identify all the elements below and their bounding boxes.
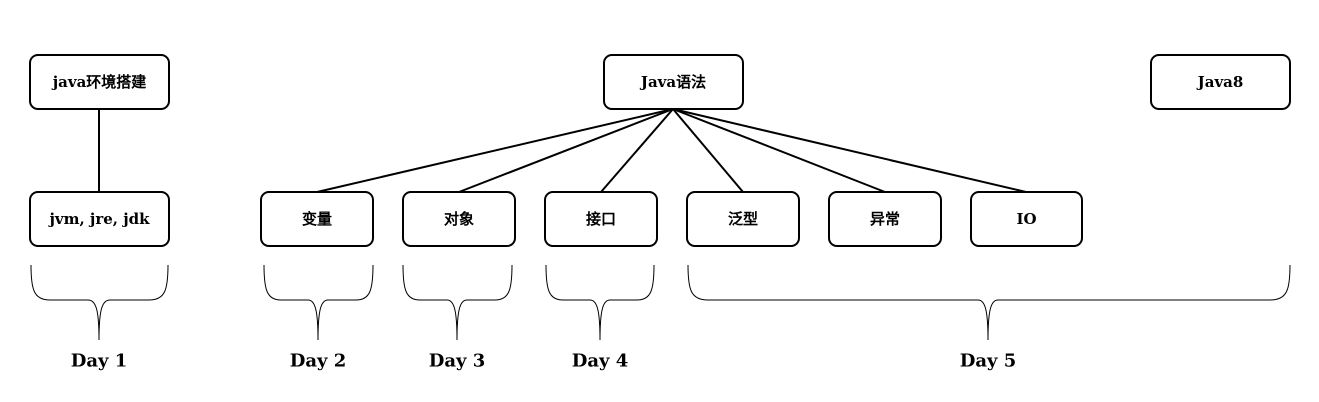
edge-syntax-io bbox=[672, 108, 1027, 193]
edge-syntax-generics bbox=[672, 108, 744, 193]
day-labels: Day 1 Day 2 Day 3 Day 4 Day 5 bbox=[71, 351, 1017, 372]
braces bbox=[30, 264, 1291, 341]
node-variables-label: 变量 bbox=[302, 210, 332, 228]
node-interfaces-label: 接口 bbox=[586, 210, 616, 228]
day-label-4: Day 4 bbox=[572, 351, 629, 372]
brace-day1 bbox=[30, 264, 169, 341]
node-jvm-jre-jdk: jvm, jre, jdk bbox=[29, 191, 170, 247]
node-objects: 对象 bbox=[402, 191, 516, 247]
edge-syntax-exceptions bbox=[672, 108, 886, 193]
edge-syntax-objects bbox=[458, 108, 674, 193]
edges bbox=[98, 108, 1027, 193]
brace-day4 bbox=[545, 264, 655, 341]
node-exceptions: 异常 bbox=[828, 191, 942, 247]
node-io: IO bbox=[970, 191, 1083, 247]
node-java-syntax-label: Java语法 bbox=[639, 73, 706, 91]
brace-day2 bbox=[263, 264, 374, 341]
brace-day3 bbox=[402, 264, 513, 341]
node-objects-label: 对象 bbox=[444, 210, 474, 228]
day-label-3: Day 3 bbox=[429, 351, 486, 372]
node-generics-label: 泛型 bbox=[728, 210, 758, 228]
node-java-env-label: java环境搭建 bbox=[51, 73, 148, 91]
day-label-5: Day 5 bbox=[960, 351, 1017, 372]
node-io-label: IO bbox=[1016, 210, 1036, 228]
node-jvm-jre-jdk-label: jvm, jre, jdk bbox=[47, 210, 150, 228]
node-exceptions-label: 异常 bbox=[870, 210, 900, 228]
brace-day5 bbox=[687, 264, 1291, 341]
node-variables: 变量 bbox=[260, 191, 374, 247]
node-java8-label: Java8 bbox=[1196, 73, 1244, 91]
node-generics: 泛型 bbox=[686, 191, 800, 247]
edge-syntax-variables bbox=[316, 108, 674, 193]
edge-syntax-interfaces bbox=[600, 108, 674, 193]
node-java8: Java8 bbox=[1150, 54, 1291, 110]
day-label-2: Day 2 bbox=[290, 351, 347, 372]
node-java-env: java环境搭建 bbox=[29, 54, 170, 110]
node-java-syntax: Java语法 bbox=[603, 54, 744, 110]
node-interfaces: 接口 bbox=[544, 191, 658, 247]
day-label-1: Day 1 bbox=[71, 351, 128, 372]
